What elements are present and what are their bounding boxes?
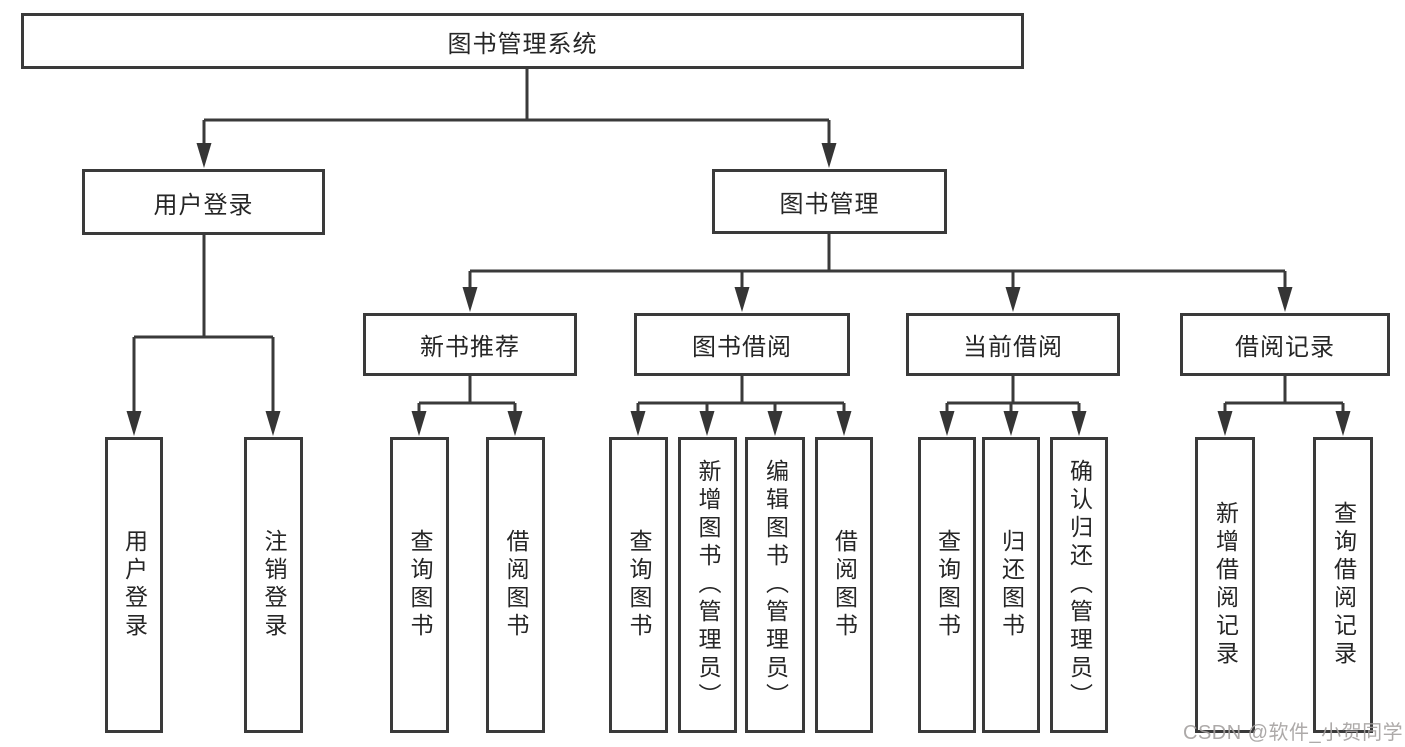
node-borrow-records: 借阅记录 <box>1180 313 1390 376</box>
leaf-query-books-current: 查询图书 <box>918 437 976 733</box>
leaf-query-borrow-record: 查询借阅记录 <box>1313 437 1373 733</box>
node-new-book-recommend: 新书推荐 <box>363 313 577 376</box>
leaf-add-book-admin: 新增图书（管理员） <box>678 437 737 733</box>
leaf-logout: 注销登录 <box>244 437 303 733</box>
leaf-confirm-return-admin: 确认归还（管理员） <box>1050 437 1108 733</box>
watermark: CSDN @软件_小贺同学 <box>1183 722 1404 744</box>
leaf-borrow-books-recommend: 借阅图书 <box>486 437 545 733</box>
leaf-edit-book-admin: 编辑图书（管理员） <box>745 437 805 733</box>
leaf-user-login: 用户登录 <box>105 437 163 733</box>
leaf-return-books: 归还图书 <box>982 437 1040 733</box>
node-library-system: 图书管理系统 <box>21 13 1024 69</box>
leaf-add-borrow-record: 新增借阅记录 <box>1195 437 1255 733</box>
leaf-query-books-borrow: 查询图书 <box>609 437 668 733</box>
node-book-borrow: 图书借阅 <box>634 313 850 376</box>
node-current-borrow: 当前借阅 <box>906 313 1120 376</box>
leaf-borrow-books: 借阅图书 <box>815 437 873 733</box>
node-book-management: 图书管理 <box>712 169 947 234</box>
leaf-query-books-recommend: 查询图书 <box>390 437 449 733</box>
node-user-login: 用户登录 <box>82 169 325 235</box>
arrowheads <box>126 143 1351 436</box>
